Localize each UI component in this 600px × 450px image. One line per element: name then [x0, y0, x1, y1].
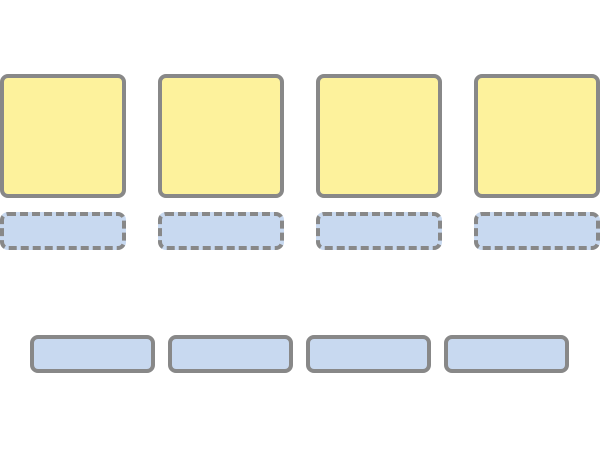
dashed-slot-3 — [316, 212, 442, 250]
dashed-slot-2 — [158, 212, 284, 250]
bar-3 — [306, 335, 431, 373]
bar-4 — [444, 335, 569, 373]
dashed-slot-1 — [0, 212, 126, 250]
card-3 — [316, 74, 442, 198]
dashed-slot-4 — [474, 212, 600, 250]
bar-1 — [30, 335, 155, 373]
card-2 — [158, 74, 284, 198]
bar-2 — [168, 335, 293, 373]
card-1 — [0, 74, 126, 198]
card-4 — [474, 74, 600, 198]
